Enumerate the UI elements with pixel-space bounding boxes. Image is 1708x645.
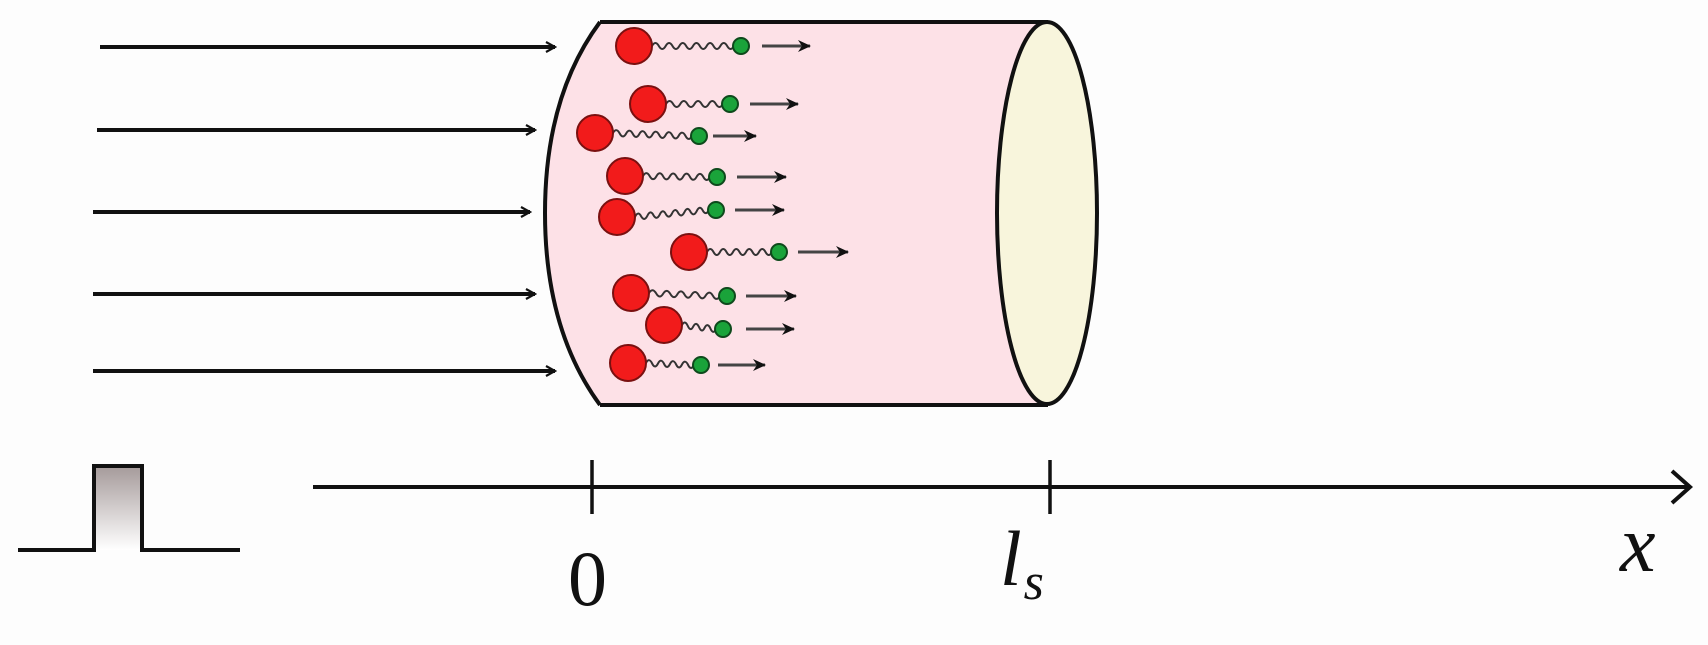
molecule-tether — [634, 206, 710, 220]
molecule-head — [612, 274, 650, 312]
molecule-tail — [707, 201, 725, 219]
cylinder-exit-face — [995, 20, 1099, 406]
molecule-tether — [642, 172, 711, 181]
molecule-tail — [690, 127, 708, 145]
molecule-head — [609, 344, 647, 382]
molecule-tail — [714, 320, 732, 338]
molecule-tail — [692, 356, 710, 374]
molecule — [609, 344, 766, 382]
molecule-tail — [770, 243, 788, 261]
molecule-head — [629, 85, 667, 123]
molecule-tether — [681, 321, 717, 333]
axis-label-x: x — [1620, 501, 1656, 589]
molecule-tether — [645, 359, 695, 369]
x-axis — [313, 460, 1694, 514]
molecule — [615, 27, 811, 65]
molecule — [612, 274, 797, 312]
molecules — [576, 27, 849, 382]
molecule-tether — [665, 100, 724, 108]
molecule-head — [645, 306, 683, 344]
molecule-head — [670, 233, 708, 271]
molecule-tether — [651, 42, 735, 50]
molecule — [629, 85, 799, 123]
molecule-tail — [732, 37, 750, 55]
molecule-head — [615, 27, 653, 65]
cylinder-entrance-edge — [542, 20, 602, 407]
molecule-tail — [708, 168, 726, 186]
tick-label-ls-subscript: s — [1023, 554, 1044, 611]
molecule-head — [576, 114, 614, 152]
molecule — [606, 157, 787, 195]
pulse-icon — [18, 464, 240, 552]
axis-arrowhead — [1670, 469, 1694, 505]
molecule — [598, 198, 785, 236]
molecule — [576, 114, 757, 152]
molecule-tether — [706, 248, 773, 256]
molecule-tail — [721, 95, 739, 113]
molecule-head — [606, 157, 644, 195]
molecule-head — [598, 198, 636, 236]
molecule-tether — [612, 129, 693, 140]
molecule-tail — [718, 287, 736, 305]
molecule — [645, 306, 795, 344]
tick-label-ls: ls — [1000, 520, 1044, 609]
molecule-tether — [648, 289, 721, 300]
tick-label-zero: 0 — [568, 535, 607, 622]
molecule — [670, 233, 849, 271]
tick-label-ls-main: l — [1000, 515, 1022, 602]
incident-light-arrows — [93, 47, 555, 371]
